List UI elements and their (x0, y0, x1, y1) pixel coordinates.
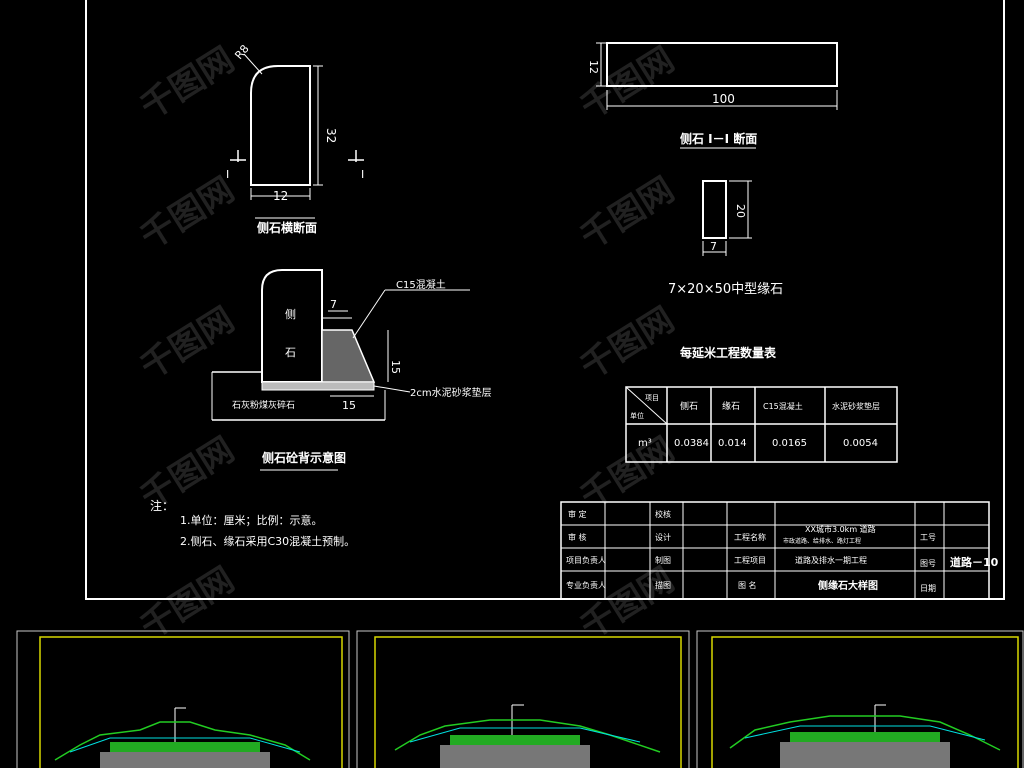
thumbnail-3 (696, 630, 1024, 768)
proj-item: 道路及排水一期工程 (795, 555, 867, 565)
title-role: 审 定 (568, 509, 587, 519)
proj-name-sub: 市政道路、给排水、路灯工程 (783, 537, 861, 545)
curb-outline (250, 65, 311, 186)
section-1-1-title: 侧石 I－I 断面 (680, 131, 757, 146)
drawing-no: 道路－10 (950, 555, 999, 569)
notes-line-2: 2.侧石、缘石采用C30混凝土预制。 (180, 534, 355, 548)
quantity-table (625, 386, 898, 463)
concrete-label: C15混凝土 (396, 278, 446, 291)
curb-cross-section (230, 53, 364, 219)
cut-mark-right: I (361, 168, 364, 181)
date-label: 日期 (920, 584, 936, 593)
flat-stone-outline (702, 180, 727, 239)
table-cell: 0.0054 (843, 438, 878, 449)
table-header: 缘石 (722, 400, 740, 412)
sheet-frame (85, 0, 1005, 600)
watermark: 千图网 (574, 40, 682, 128)
install-curb (261, 269, 323, 383)
proj-name: XX城市3.0km 道路 (805, 524, 876, 534)
table-corner-top: 项目 (645, 394, 659, 402)
watermark: 千图网 (134, 170, 242, 258)
dim-top: 7 (330, 298, 337, 311)
title-role: 专业负责人 (566, 580, 606, 590)
flat-stone-title: 7×20×50中型缘石 (668, 282, 783, 297)
watermark: 千图网 (574, 300, 682, 388)
thumbnail-2 (356, 630, 690, 768)
watermark: 千图网 (574, 560, 682, 648)
dim-stone-width: 7 (710, 240, 717, 253)
curb-label-2: 石 (285, 346, 296, 359)
section-1-1 (596, 42, 838, 149)
dim-backing-bottom: 15 (342, 399, 356, 412)
watermark: 千图网 (134, 560, 242, 648)
notes-line-1: 1.单位：厘米；比例：示意。 (180, 513, 323, 527)
dim-section-height: 12 (587, 60, 600, 74)
flat-stone (702, 180, 752, 256)
title-role: 设计 (655, 532, 671, 542)
title-role: 制图 (655, 555, 671, 565)
dim-backing-height: 15 (389, 360, 402, 374)
concrete-backing (321, 329, 376, 383)
table-header: 水泥砂浆垫层 (832, 401, 880, 411)
dim-section-length: 100 (712, 92, 735, 106)
mortar-label: 2cm水泥砂浆垫层 (410, 386, 492, 399)
watermark: 千图网 (134, 300, 242, 388)
title-role: 校核 (655, 509, 671, 519)
notes-heading: 注： (150, 498, 174, 513)
dim-stone-height: 20 (734, 204, 747, 218)
watermark: 千图网 (574, 430, 682, 518)
cut-mark-left: I (226, 168, 229, 181)
table-header: C15混凝土 (763, 401, 803, 411)
drawing-name: 侧缘石大样图 (818, 579, 878, 592)
proj-name-label: 工程名称 (734, 532, 766, 542)
table-header: 侧石 (680, 400, 698, 412)
phase-label: 工号 (920, 533, 936, 542)
drawing-name-label: 图 名 (738, 580, 757, 590)
title-role: 项目负责人 (566, 555, 606, 565)
table-cell: 0.0165 (772, 438, 807, 449)
curb-section-title: 侧石横断面 (257, 220, 317, 235)
table-cell: 0.0384 (674, 438, 709, 449)
base-label: 石灰粉煤灰碎石 (232, 399, 295, 411)
watermark: 千图网 (134, 40, 242, 128)
install-detail-title: 侧石砼背示意图 (262, 450, 346, 465)
section-1-1-outline (606, 42, 838, 87)
drawing-no-label: 图号 (920, 559, 936, 568)
dim-curb-height: 32 (324, 128, 338, 143)
watermark: 千图网 (574, 170, 682, 258)
curb-label-1: 侧 (285, 308, 296, 321)
install-detail (211, 269, 470, 471)
table-unit: m³ (638, 438, 652, 449)
proj-item-label: 工程项目 (734, 556, 766, 565)
title-block (560, 501, 990, 600)
quantity-table-title: 每延米工程数量表 (680, 345, 777, 360)
table-cell: 0.014 (718, 438, 747, 449)
title-role: 审 核 (568, 532, 587, 542)
title-role: 描图 (655, 580, 671, 590)
dim-curb-width: 12 (273, 189, 288, 203)
table-corner-bottom: 单位 (630, 411, 644, 420)
thumbnail-1 (16, 630, 350, 768)
mortar-layer (261, 381, 375, 391)
